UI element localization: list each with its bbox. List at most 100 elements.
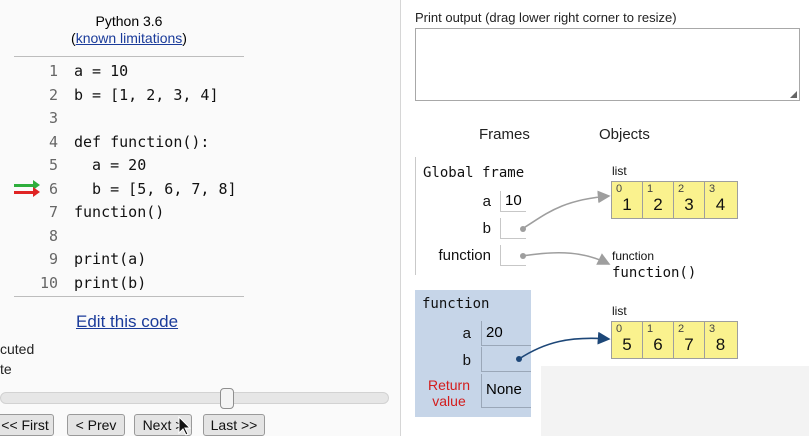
first-button[interactable]: << First (0, 414, 54, 436)
code-line-7: 7 function() (0, 201, 260, 224)
code-top-divider (14, 56, 244, 57)
paren-close: ) (182, 30, 187, 46)
list-index: 0 (616, 183, 623, 195)
list-index: 1 (647, 183, 654, 195)
known-limitations: (known limitations) (0, 30, 258, 46)
line-text: print(a) (74, 250, 147, 268)
pane-divider (400, 0, 401, 436)
list-index: 2 (678, 323, 685, 335)
code-line-8: 8 (0, 225, 260, 248)
line-number: 8 (48, 226, 58, 245)
line-text: print(b) (74, 273, 147, 292)
list-2-type-label: list (612, 304, 627, 318)
status-text-line-1: cuted (0, 341, 35, 357)
prev-line-arrow-icon (14, 179, 40, 190)
list-index: 0 (616, 323, 623, 335)
list-index: 3 (709, 183, 716, 195)
line-number: 2 (48, 85, 58, 104)
code-line-10: 10 print(b) (0, 272, 260, 295)
mouse-cursor-icon (178, 416, 192, 436)
print-output-label: Print output (drag lower right corner to… (415, 10, 677, 25)
list-value: 5 (622, 335, 632, 354)
global-function-pointer-arrow (521, 251, 611, 265)
line-number: 7 (48, 203, 58, 221)
function-b-pointer-arrow (518, 331, 611, 360)
overlay-panel (541, 366, 809, 436)
code-line-3: 3 (0, 107, 260, 130)
line-text: a = 10 (74, 62, 129, 80)
line-number: 4 (48, 132, 58, 151)
global-var-a-value: 10 (500, 191, 526, 212)
print-output-box[interactable] (415, 28, 800, 101)
code-line-5: 5 a = 20 (0, 154, 260, 177)
prev-button[interactable]: < Prev (67, 414, 125, 436)
list-value: 8 (715, 335, 726, 354)
line-number: 9 (48, 250, 58, 268)
code-line-4: 4 def function(): (0, 131, 260, 154)
status-text-line-2: te (0, 361, 12, 377)
last-button[interactable]: Last >> (203, 414, 265, 436)
function-var-b-name: b (462, 352, 471, 369)
line-text: function() (74, 203, 165, 221)
function-frame-title: function (422, 296, 490, 312)
list-value: 4 (715, 195, 726, 214)
global-var-b-value (500, 218, 526, 239)
step-slider-thumb[interactable] (220, 388, 234, 409)
line-number: 6 (48, 179, 58, 198)
frames-heading: Frames (479, 126, 530, 143)
list-value: 6 (653, 335, 663, 354)
code-line-1: 1 a = 10 (0, 60, 260, 83)
line-number: 10 (39, 273, 58, 292)
code-line-9: 9 print(a) (0, 248, 260, 271)
list-value: 3 (684, 195, 694, 214)
global-frame: Global frame a 10 b function (415, 157, 536, 275)
resize-grip-icon[interactable] (790, 91, 797, 98)
global-b-pointer-arrow (521, 190, 611, 230)
line-number: 5 (48, 156, 58, 174)
line-number: 3 (48, 109, 58, 127)
line-text: def function(): (74, 132, 210, 151)
list-index: 1 (647, 323, 654, 335)
global-var-function-name: function (438, 247, 491, 264)
python-version-label: Python 3.6 (95, 13, 163, 29)
return-label-line-1: Return (427, 377, 471, 393)
list-value: 1 (622, 195, 632, 214)
function-object-type: function (612, 249, 655, 263)
line-text: a = 20 (74, 156, 147, 174)
return-label-line-2: value (432, 393, 466, 409)
return-value-label: Return value (421, 377, 477, 409)
step-slider-track[interactable] (0, 392, 389, 404)
list-value: 7 (684, 335, 694, 354)
code-line-6: 6 b = [5, 6, 7, 8] (0, 178, 260, 201)
list-index: 3 (709, 323, 716, 335)
line-text: b = [5, 6, 7, 8] (74, 179, 237, 198)
edit-code-link[interactable]: Edit this code (76, 312, 179, 331)
global-var-a-name: a (482, 193, 491, 210)
code-panel: Python 3.6 (known limitations) 1 a = 10 2… (0, 0, 400, 436)
global-var-b-name: b (482, 220, 491, 237)
list-value: 2 (653, 195, 663, 214)
next-button[interactable]: Next > (134, 414, 192, 436)
global-var-function-value (500, 245, 526, 266)
known-limitations-link[interactable]: known limitations (75, 30, 183, 46)
paren-open: ( (71, 30, 76, 46)
line-number: 1 (48, 62, 58, 80)
function-var-b-value (481, 347, 531, 372)
function-frame: function a 20 b Return value None (415, 290, 531, 417)
next-line-arrow-icon (14, 186, 40, 197)
function-var-a-name: a (462, 325, 471, 342)
return-value: None (481, 374, 531, 408)
